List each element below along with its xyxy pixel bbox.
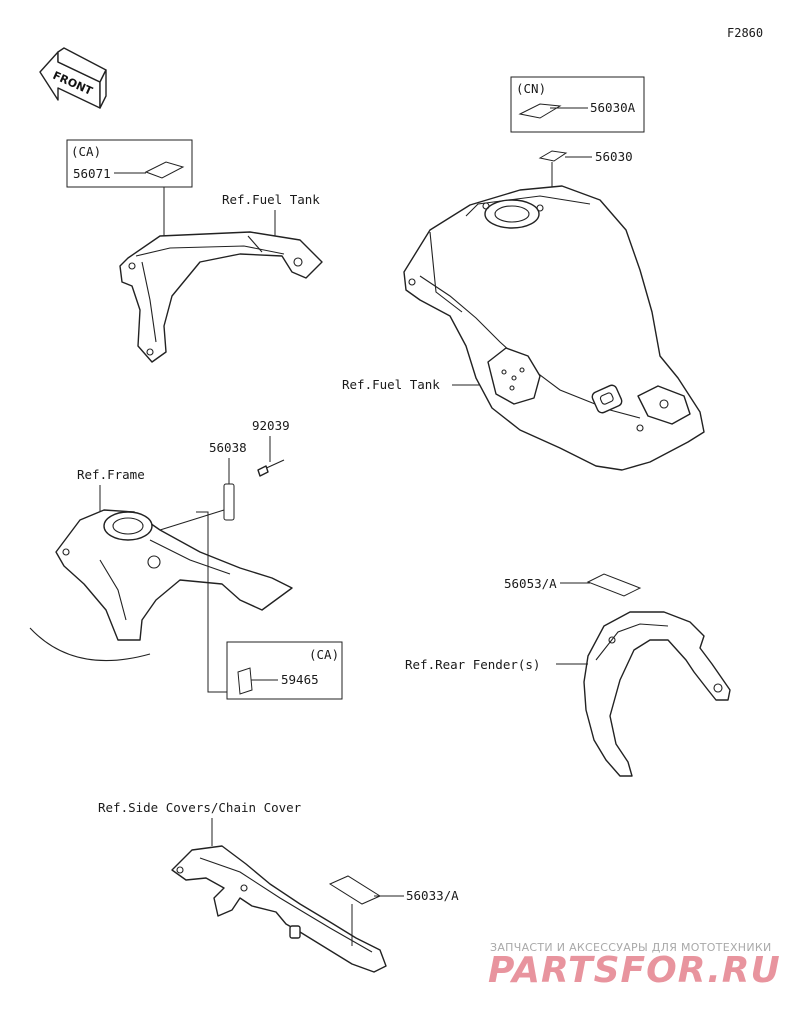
decal-56053a xyxy=(586,573,642,597)
part-56053a-label: 56053/A xyxy=(504,576,557,591)
cn-label: (CN) xyxy=(516,81,546,96)
ca-label-bottom: (CA) xyxy=(309,647,339,662)
chain-cover-part xyxy=(171,845,387,973)
rivet-92039 xyxy=(257,459,285,477)
rear-fender-part xyxy=(583,611,731,777)
ref-side-covers-label: Ref.Side Covers/Chain Cover xyxy=(98,800,302,815)
figure-code: F2860 xyxy=(727,26,763,40)
watermark-tagline: ЗАПЧАСТИ И АКСЕССУАРЫ ДЛЯ МОТОТЕХНИКИ xyxy=(490,941,772,954)
part-56071-label: 56071 xyxy=(73,166,111,181)
cn-56030a-callout: (CN) 56030A xyxy=(510,76,645,133)
decal-56030 xyxy=(538,150,568,162)
part-56038-label: 56038 xyxy=(209,440,247,455)
part-56030a-label: 56030A xyxy=(590,100,636,115)
decal-59465 xyxy=(237,667,253,695)
decal-56033a xyxy=(328,875,382,905)
watermark-brand: PARTSFOR.RU xyxy=(488,950,781,991)
ca-label-top: (CA) xyxy=(71,144,101,159)
plate-56038 xyxy=(223,483,235,521)
ca-56071-callout: (CA) 56071 xyxy=(66,139,193,240)
ref-fuel-tank-right-label: Ref.Fuel Tank xyxy=(342,377,440,392)
part-56033a-label: 56033/A xyxy=(406,888,459,903)
front-arrow-icon: FRONT xyxy=(39,47,107,109)
part-56030-label: 56030 xyxy=(595,149,633,164)
ref-fuel-tank-left-label: Ref.Fuel Tank xyxy=(222,192,320,207)
fuel-tank-part xyxy=(403,185,705,471)
ref-frame-label: Ref.Frame xyxy=(77,467,145,482)
ca-59465-callout: (CA) 59465 xyxy=(226,641,343,700)
frame-part xyxy=(29,509,293,662)
part-59465-label: 59465 xyxy=(281,672,319,687)
decal-56071 xyxy=(144,161,185,179)
part-92039-label: 92039 xyxy=(252,418,290,433)
ref-rear-fender-label: Ref.Rear Fender(s) xyxy=(405,657,540,672)
tank-cover-part xyxy=(119,231,323,363)
